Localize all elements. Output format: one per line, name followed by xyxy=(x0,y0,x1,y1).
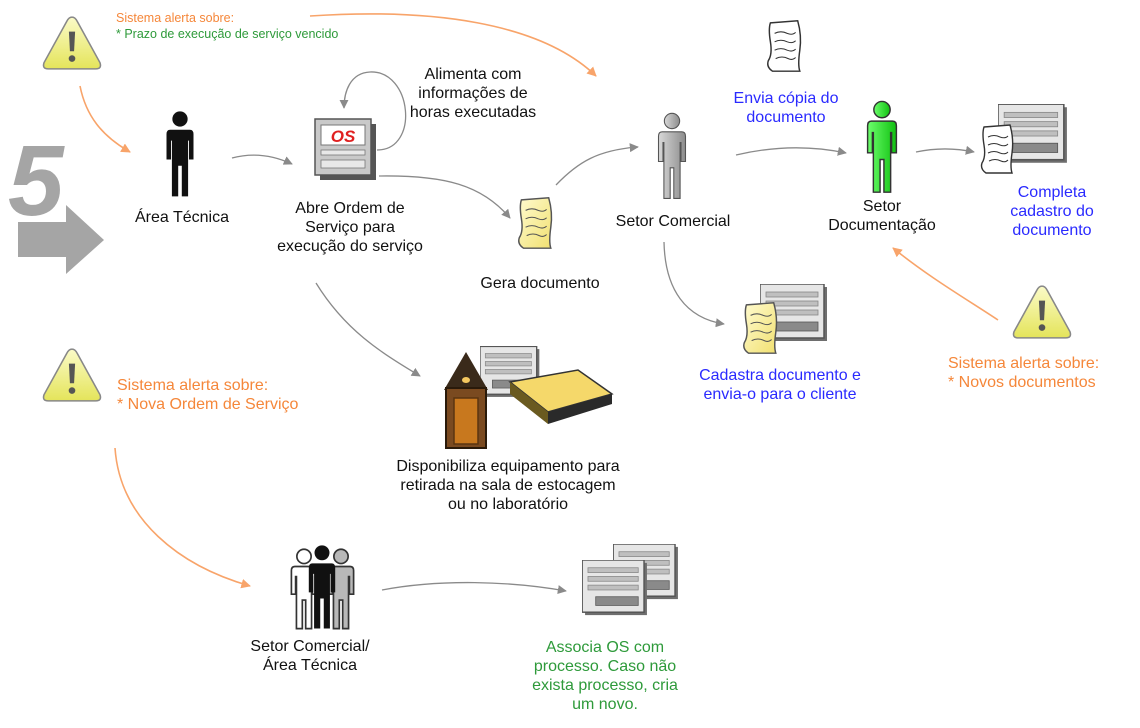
label-setor-comercial: Setor Comercial xyxy=(615,213,731,230)
person-icon-setor-documentacao xyxy=(866,100,898,193)
arrow-group-to-associa xyxy=(381,581,567,595)
label-associa-os: Associa OS com processo. Caso não exista… xyxy=(532,639,678,713)
label-setor-documentacao: Setor Documentação xyxy=(828,198,936,234)
warning-icon-right xyxy=(1012,285,1072,339)
alert-right-label: Sistema alerta sobre: * Novos documentos xyxy=(948,354,1099,392)
label-setor-comercial-area: Setor Comercial/ Área Técnica xyxy=(250,638,370,674)
step-arrow-icon xyxy=(18,205,104,274)
warning-icon-top xyxy=(42,16,102,70)
label-envia-copia: Envia cópia do documento xyxy=(733,90,839,126)
label-abre-os: Abre Ordem de Serviço para execução do s… xyxy=(277,200,423,255)
alert-right-detail: * Novos documentos xyxy=(948,374,1096,391)
arrow-os-to-storage xyxy=(315,282,421,377)
label-cadastra-documento: Cadastra documento e envia-o para o clie… xyxy=(699,367,861,403)
alert-top-detail: * Prazo de execução de serviço vencido xyxy=(116,27,339,41)
label-disponibiliza: Disponibiliza equipamento para retirada … xyxy=(396,458,620,513)
alert-top-title: Sistema alerta sobre: xyxy=(116,11,235,25)
arrow-area-to-os xyxy=(231,154,293,165)
alert-left-label: Sistema alerta sobre: * Nova Ordem de Se… xyxy=(117,376,298,414)
paper-icon-envia-copia xyxy=(767,20,802,72)
os-badge: OS xyxy=(331,127,356,146)
alert-arrow-left-to-group xyxy=(114,447,251,589)
label-gera-documento: Gera documento xyxy=(480,275,600,292)
label-completa-cadastro: Completa cadastro do documento xyxy=(1010,184,1094,239)
os-monitor-icon: OS xyxy=(314,118,376,180)
person-icon-area-tecnica xyxy=(166,111,194,197)
alert-left-title: Sistema alerta sobre: xyxy=(117,377,269,394)
alert-arrow-top-to-comercial xyxy=(309,13,597,77)
label-alimenta: Alimenta com informações de horas execut… xyxy=(409,66,537,121)
alert-arrow-top-to-area xyxy=(79,85,131,153)
arrow-gera-to-comercial xyxy=(555,143,639,186)
alert-right-title: Sistema alerta sobre: xyxy=(948,355,1100,372)
alert-left-detail: * Nova Ordem de Serviço xyxy=(117,396,299,413)
label-area-tecnica: Área Técnica xyxy=(135,209,229,226)
document-icon-associa-os xyxy=(582,544,679,616)
arrow-os-to-gera xyxy=(378,175,511,219)
people-group-icon xyxy=(290,545,355,630)
document-icon-cadastra-documento xyxy=(743,284,828,354)
alert-top-label: Sistema alerta sobre: * Prazo de execuçã… xyxy=(116,10,338,42)
arrow-os-loop xyxy=(339,71,407,151)
storage-equipment-icon xyxy=(444,346,614,449)
warning-icon-left xyxy=(42,348,102,402)
document-icon-completa-cadastro xyxy=(980,104,1068,174)
arrow-comercial-to-cadastra xyxy=(663,241,725,328)
person-icon-setor-comercial xyxy=(657,112,687,199)
paper-icon-gera-documento xyxy=(518,197,553,249)
arrow-doc-to-completa xyxy=(915,145,975,155)
step-number-graphic: 5 xyxy=(8,125,104,274)
step-number: 5 xyxy=(8,125,65,237)
arrow-comercial-to-doc xyxy=(735,146,847,156)
alert-arrow-right-to-doc xyxy=(892,247,999,321)
